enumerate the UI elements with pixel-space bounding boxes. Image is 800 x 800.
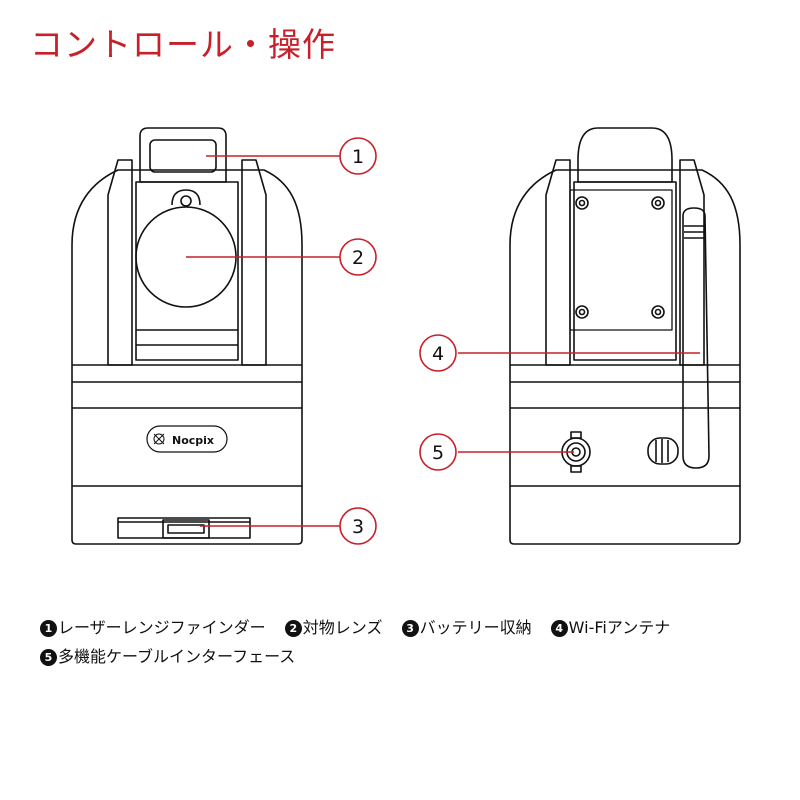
number-badge-icon: 3 [401,620,419,637]
callout-2-label: 2 [352,247,364,269]
page-title: コントロール・操作 [30,25,336,64]
callout-1 [339,137,377,175]
legend-label: 多機能ケーブルインターフェース [58,647,296,666]
callout-1-label: 1 [352,146,364,168]
callout-5-label: 5 [432,442,444,464]
number-badge-icon: 4 [550,620,568,637]
legend-label: バッテリー収納 [419,618,532,637]
back-view [509,127,741,545]
callout-2 [339,238,377,276]
brand-logo: Nocpix [172,434,214,447]
logo-mark-icon [153,433,165,445]
antenna-base-icon [647,437,679,465]
callout-3 [339,507,377,545]
legend-label: 対物レンズ [302,618,383,637]
leader-lines [186,155,700,527]
callout-4-label: 4 [432,343,444,365]
number-badge-icon: 1 [40,620,57,637]
wifi-antenna-icon [682,207,710,469]
callout-5 [419,433,457,471]
callout-4 [419,334,457,372]
callout-3-label: 3 [352,516,364,538]
number-badge-icon: 2 [284,620,302,637]
number-badge-icon: 5 [40,649,57,666]
screw-icon [575,196,665,319]
legend-label: Wi-Fiアンテナ [568,618,671,637]
legend-label: レーザーレンジファインダー [58,618,266,637]
front-view: Nocpix [71,127,303,545]
